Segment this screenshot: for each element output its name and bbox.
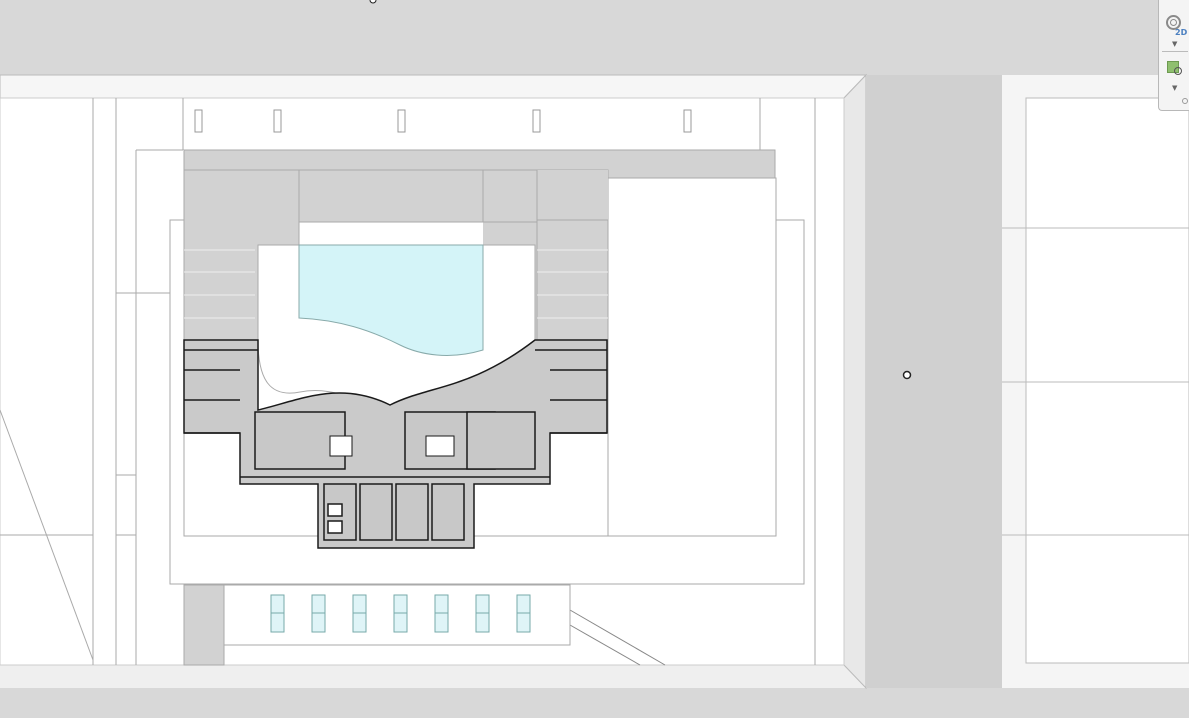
zoom-chevron-down-icon[interactable]: ▼	[1172, 84, 1178, 92]
pool	[298, 244, 484, 356]
building-walls	[183, 339, 608, 549]
columns	[194, 109, 692, 133]
cursor-marker-icon	[369, 0, 377, 4]
steering-wheel-button[interactable]: 2D	[1163, 12, 1187, 38]
cursor-icon	[902, 370, 912, 380]
bottom-band	[0, 688, 1189, 718]
chevron-down-icon[interactable]: ▼	[1172, 40, 1178, 48]
top-band	[0, 0, 1189, 75]
navigation-bar: 2D ▼ ▼	[1158, 0, 1189, 111]
divider	[1162, 51, 1188, 52]
steering-wheel-icon	[1166, 15, 1181, 30]
steering-wheel-inner-icon	[1170, 19, 1177, 26]
options-grip-icon[interactable]	[1182, 98, 1188, 104]
zoom-button[interactable]	[1163, 58, 1187, 84]
adjacent-lot	[1002, 75, 1189, 688]
skylights	[270, 594, 531, 633]
magnifier-icon	[1174, 67, 1182, 75]
road	[866, 75, 1002, 688]
steering-wheel-2d-label: 2D	[1175, 28, 1188, 37]
